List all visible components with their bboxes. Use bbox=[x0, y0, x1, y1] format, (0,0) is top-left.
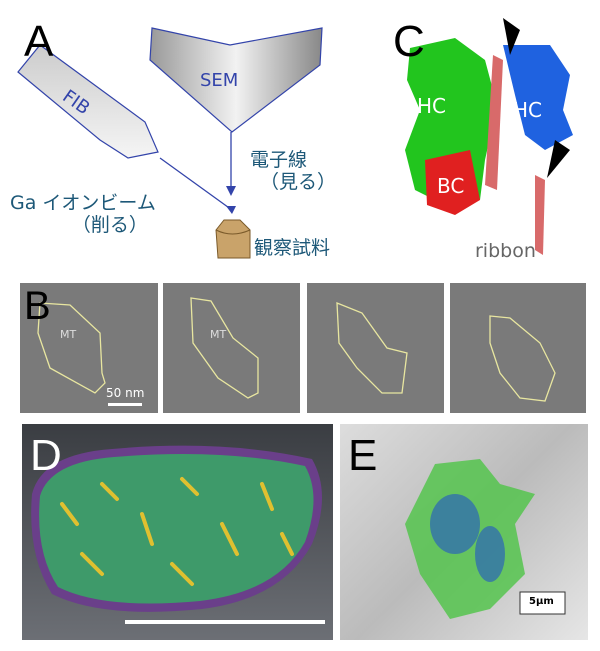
scale-bar-label: 5μm bbox=[529, 596, 554, 607]
mitochondria-reconstruction bbox=[31, 445, 325, 624]
em-image-2: MT bbox=[163, 283, 300, 413]
electron-beam-text: 電子線 bbox=[250, 149, 308, 171]
panel-a-label: A bbox=[24, 17, 54, 66]
panel-b: MT 50 nm MT B bbox=[0, 280, 600, 415]
mt-label: MT bbox=[60, 328, 77, 341]
panel-c-label: C bbox=[393, 17, 425, 66]
scale-bar-label: 50 nm bbox=[106, 386, 145, 400]
sample-label: 観察試料 bbox=[254, 237, 331, 259]
electron-beam-note: （見る） bbox=[260, 170, 337, 193]
electron-beam-label: 電子線 （見る） bbox=[250, 149, 337, 194]
cell-reconstruction bbox=[405, 459, 566, 619]
panel-d-label: D bbox=[30, 431, 62, 480]
panel-b-label: B bbox=[24, 284, 51, 328]
ribbon-label: ribbon bbox=[475, 240, 536, 262]
fib-sem-illustration bbox=[17, 27, 323, 259]
hc-label-left: HC bbox=[417, 94, 447, 118]
mt-label: MT bbox=[210, 328, 227, 341]
hc-label-right: HC bbox=[513, 98, 543, 122]
em-image-4 bbox=[450, 283, 586, 413]
ion-beam-note: （削る） bbox=[71, 213, 148, 236]
bc-label: BC bbox=[437, 174, 465, 198]
ion-beam-text: Ga イオンビーム bbox=[10, 192, 156, 214]
panel-e: E 5μm bbox=[340, 424, 588, 640]
sem-label: SEM bbox=[200, 70, 239, 91]
hair-cell-reconstruction bbox=[405, 18, 573, 255]
em-image-1: MT 50 nm bbox=[20, 283, 158, 413]
panel-d: D bbox=[22, 424, 333, 640]
panel-c: C HC HC BC ribbon bbox=[385, 0, 600, 270]
em-image-3 bbox=[307, 283, 444, 413]
ion-beam-label: Ga イオンビーム （削る） bbox=[10, 192, 156, 237]
panel-e-label: E bbox=[348, 431, 378, 480]
panel-a: A FIB SEM 電子線 （見る） Ga イオンビーム （削る） 観察試料 bbox=[0, 0, 380, 270]
